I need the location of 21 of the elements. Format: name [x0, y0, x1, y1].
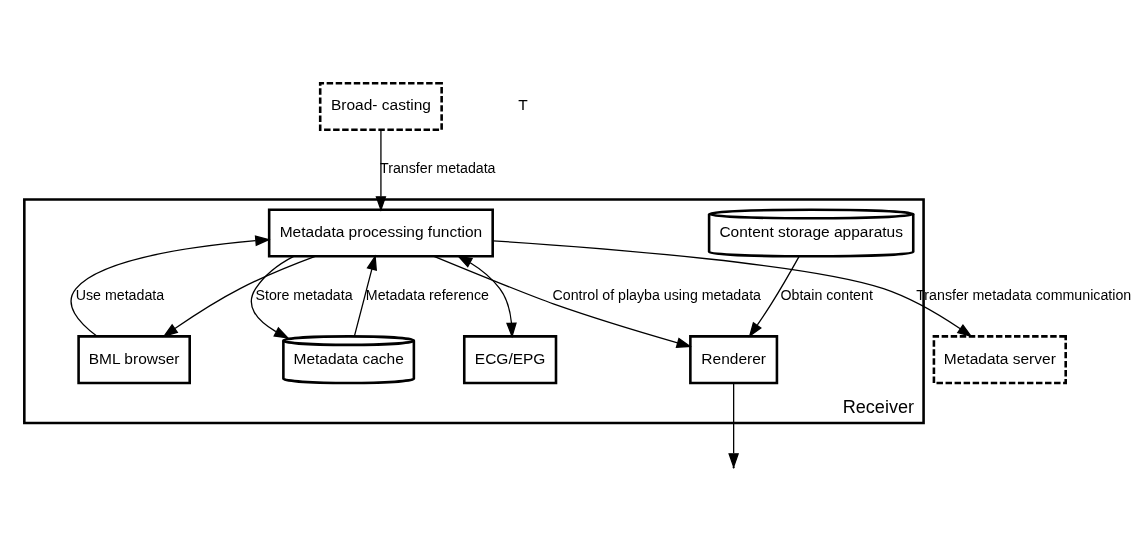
arrow [433, 255, 692, 348]
arrow [353, 254, 377, 338]
edge-label: Store metadata [255, 286, 353, 303]
arrow [748, 255, 800, 338]
node-box: Metadata server [932, 335, 1067, 385]
arrow [492, 240, 973, 338]
edge-label: Obtain content [780, 286, 873, 303]
arrow [162, 255, 316, 338]
arrow [375, 129, 387, 212]
arrow [456, 255, 517, 339]
arrow [70, 235, 271, 337]
arrow [250, 255, 295, 339]
node-box: Broad- casting [318, 81, 443, 131]
edge-label: Control of playba using metadata [552, 286, 761, 303]
edge-label: Metadata reference [365, 286, 490, 303]
node-box: BML browser [77, 335, 191, 385]
node-box: Renderer [689, 335, 779, 385]
node-box: Metadata processing function [267, 208, 494, 258]
label: T [518, 96, 528, 114]
node-box: ECG/EPG [462, 335, 558, 385]
edge-label: Use metadata [75, 286, 165, 303]
